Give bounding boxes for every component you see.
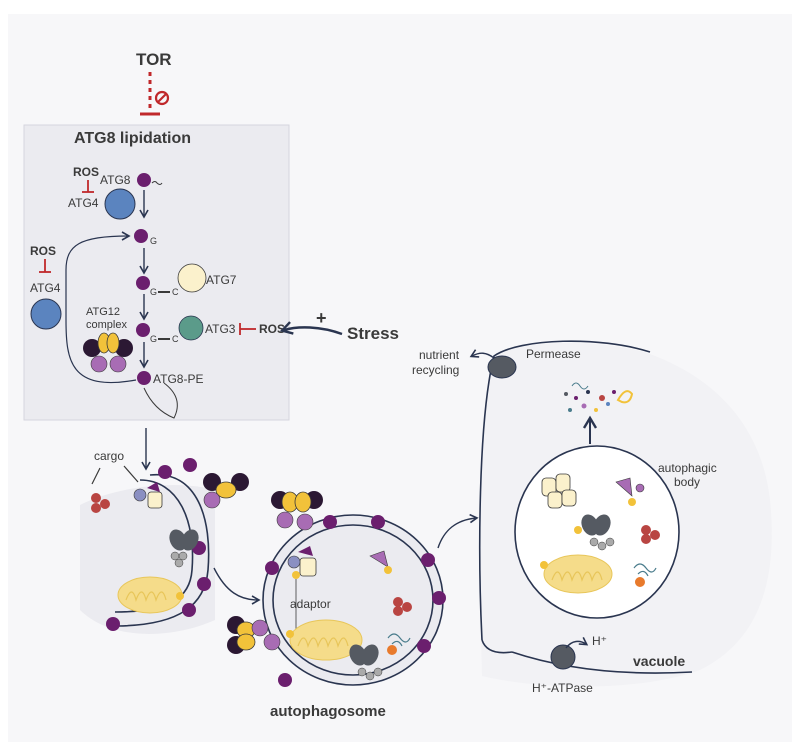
recycling-label: recycling: [412, 363, 459, 377]
atg8-dot: [137, 173, 151, 187]
atg4-label-left: ATG4: [30, 281, 61, 295]
atg12-complex-autophagic-body: [541, 473, 577, 509]
atg8-atg7-dot: [136, 276, 150, 290]
atg4-protein-top: [104, 188, 136, 220]
atg8-atg3-dot: [136, 323, 150, 337]
ros-label-atg3: ROS: [259, 322, 285, 336]
atg4-protein-left: [30, 298, 62, 330]
atg4-label-top: ATG4: [68, 196, 99, 210]
adaptor-cargo-autophagosome: [287, 546, 317, 579]
adaptor-cargo-phagophore: [133, 482, 163, 509]
tor-label: TOR: [136, 50, 172, 69]
atg8-pe-label: ATG8-PE: [153, 372, 203, 386]
atg8-g-dot: [134, 229, 148, 243]
lipidation-panel: [23, 124, 290, 421]
g-label-2: G: [150, 287, 157, 297]
plus-sign: +: [316, 308, 327, 328]
autophagic-body-label: body: [674, 475, 700, 489]
atg7-protein: [177, 263, 207, 293]
atg12-complex-autophagosome-top: [271, 491, 323, 531]
h-atpase-label: H⁺-ATPase: [532, 681, 593, 695]
atg8-label: ATG8: [100, 173, 131, 187]
atg3-protein: [178, 315, 204, 341]
permease-label: Permease: [526, 347, 581, 361]
recycle-arrow: [65, 231, 137, 384]
c-label-1: C: [172, 287, 179, 297]
atg3-label: ATG3: [205, 322, 236, 336]
hplus-label: H⁺: [592, 634, 607, 648]
atg12-label: ATG12: [86, 306, 120, 318]
mitochondrion-phagophore: [117, 576, 184, 614]
atg12-complex-autophagosome-left: [227, 616, 281, 654]
autophagosome-label: autophagosome: [270, 703, 386, 720]
purple-cargo-vacuole: [615, 477, 645, 506]
red-cargo-vacuole: [641, 525, 660, 544]
autophagosome-atg8-dots: [265, 515, 446, 687]
purple-cargo-autophagosome: [369, 550, 392, 574]
tangled-cargo-autophagosome: [387, 633, 411, 655]
autophagosome-to-vacuole-arrow: [437, 513, 479, 549]
atg12-complex-phagophore: [203, 473, 249, 509]
atg7-label: ATG7: [206, 273, 237, 287]
cargo-label: cargo: [94, 449, 124, 463]
atg12-complex: [83, 332, 133, 373]
atg8-tail: [151, 181, 163, 185]
red-cargo-cluster: [91, 493, 110, 513]
gray-cargo-autophagosome: [349, 644, 383, 681]
phagophore-atg8-dots: [106, 458, 211, 631]
permease-transporter: [487, 355, 517, 379]
proton-import-arrow: [565, 636, 589, 649]
g-label-3: G: [150, 334, 157, 344]
lipidation-title: ATG8 lipidation: [74, 130, 191, 147]
stress-label: Stress: [347, 324, 399, 343]
mitochondrion-autophagosome: [286, 619, 363, 661]
nutrient-export-arrow: [469, 349, 495, 359]
atg8-pe-dot: [137, 371, 151, 385]
h-atpase-pump: [550, 644, 576, 670]
ros-label-left: ROS: [30, 244, 56, 258]
nutrient-label: nutrient: [419, 348, 460, 362]
phagophore-membrane-outer: [117, 473, 210, 627]
mitochondrion-vacuole: [540, 554, 613, 594]
pe-anchor: [143, 382, 178, 419]
gray-cargo-vacuole: [574, 514, 615, 551]
stress-arrow: [279, 321, 343, 336]
tangled-cargo-vacuole: [633, 563, 657, 587]
autophagic-label: autophagic: [658, 461, 717, 475]
degradation-products: [564, 382, 634, 412]
phagophore-to-autophagosome-arrow: [213, 567, 261, 605]
g-label-1: G: [150, 236, 157, 246]
gray-cargo-phagophore: [169, 529, 199, 568]
c-label-2: C: [172, 334, 179, 344]
vacuole-membrane-bottom: [511, 651, 693, 674]
red-cargo-autophagosome: [393, 597, 412, 616]
atg12-complex-label: complex: [86, 319, 127, 331]
prohibition-icon: [154, 90, 170, 106]
ros-label-top: ROS: [73, 165, 99, 179]
adaptor-label: adaptor: [290, 597, 331, 611]
vacuole-label: vacuole: [633, 653, 685, 669]
